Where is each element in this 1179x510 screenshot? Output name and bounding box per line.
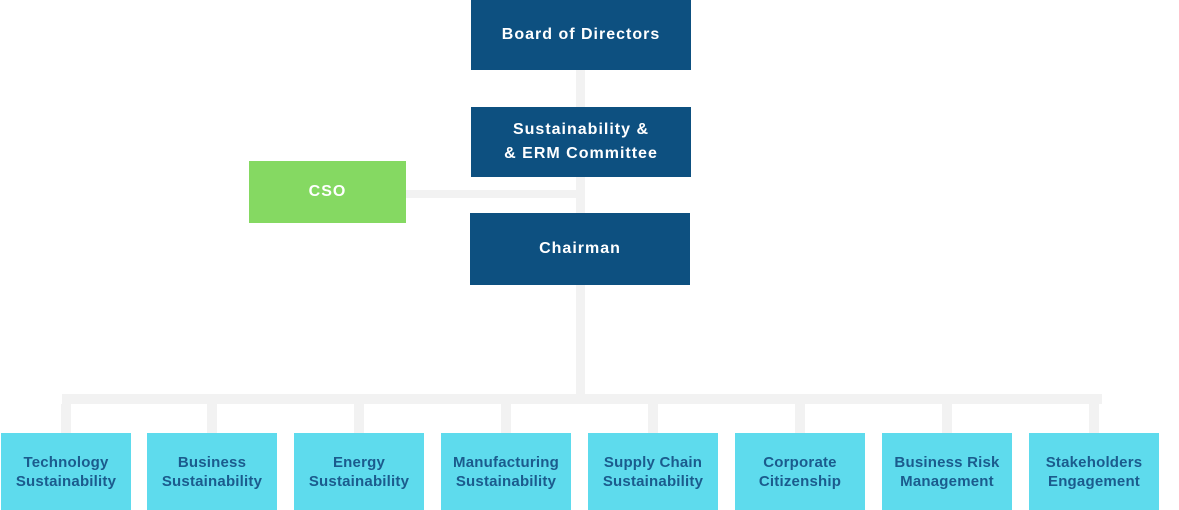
connector-chairman-departments [576,285,585,394]
node-chairman-label: Chairman [539,240,621,257]
node-cso: CSO [249,161,406,223]
dept-label-line2: Engagement [1047,472,1140,490]
node-supply-chain-sustainability: Supply Chain Sustainability [588,433,718,510]
node-board-label: Board of Directors [501,26,661,43]
node-stakeholders-engagement: Stakeholders Engagement [1029,433,1159,510]
node-business-risk-management: Business Risk Management [882,433,1012,510]
connector-drop-corporate [795,404,805,433]
connector-drop-supply-chain [648,404,658,433]
dept-label-line1: Business Risk [894,453,1000,471]
node-board-of-directors: Board of Directors [471,0,691,70]
node-sustainability-erm-committee: Sustainability & & ERM Committee [471,107,691,177]
dept-label-line1: Stakeholders [1045,453,1143,471]
node-committee-label-line1: Sustainability & [512,121,650,138]
connector-board-committee [576,70,585,107]
node-chairman: Chairman [470,213,690,285]
connector-cso-chain [406,190,578,198]
dept-label-line2: Citizenship [758,472,842,490]
connector-departments-bar [62,394,1102,404]
connector-drop-business [207,404,217,433]
dept-label-line1: Supply Chain [603,453,703,471]
node-business-sustainability: Business Sustainability [147,433,277,510]
connector-drop-energy [354,404,364,433]
connector-drop-stakeholders [1089,404,1099,433]
connector-drop-technology [61,404,71,433]
dept-label-line2: Sustainability [308,472,410,490]
dept-label-line1: Energy [332,453,386,471]
connector-drop-business-risk [942,404,952,433]
dept-label-line2: Management [900,472,994,490]
node-cso-label: CSO [308,183,347,200]
node-corporate-citizenship: Corporate Citizenship [735,433,865,510]
dept-label-line2: Sustainability [15,472,117,490]
node-energy-sustainability: Energy Sustainability [294,433,424,510]
dept-label-line2: Sustainability [455,472,557,490]
dept-label-line1: Business [177,453,247,471]
node-technology-sustainability: Technology Sustainability [1,433,131,510]
node-manufacturing-sustainability: Manufacturing Sustainability [441,433,571,510]
dept-label-line1: Technology [23,453,109,471]
node-committee-label-line2: & ERM Committee [504,145,658,162]
dept-label-line2: Sustainability [161,472,263,490]
dept-label-line1: Corporate [763,453,837,471]
connector-committee-chairman [576,177,585,213]
dept-label-line1: Manufacturing [453,453,559,471]
connector-drop-manufacturing [501,404,511,433]
dept-label-line2: Sustainability [602,472,704,490]
